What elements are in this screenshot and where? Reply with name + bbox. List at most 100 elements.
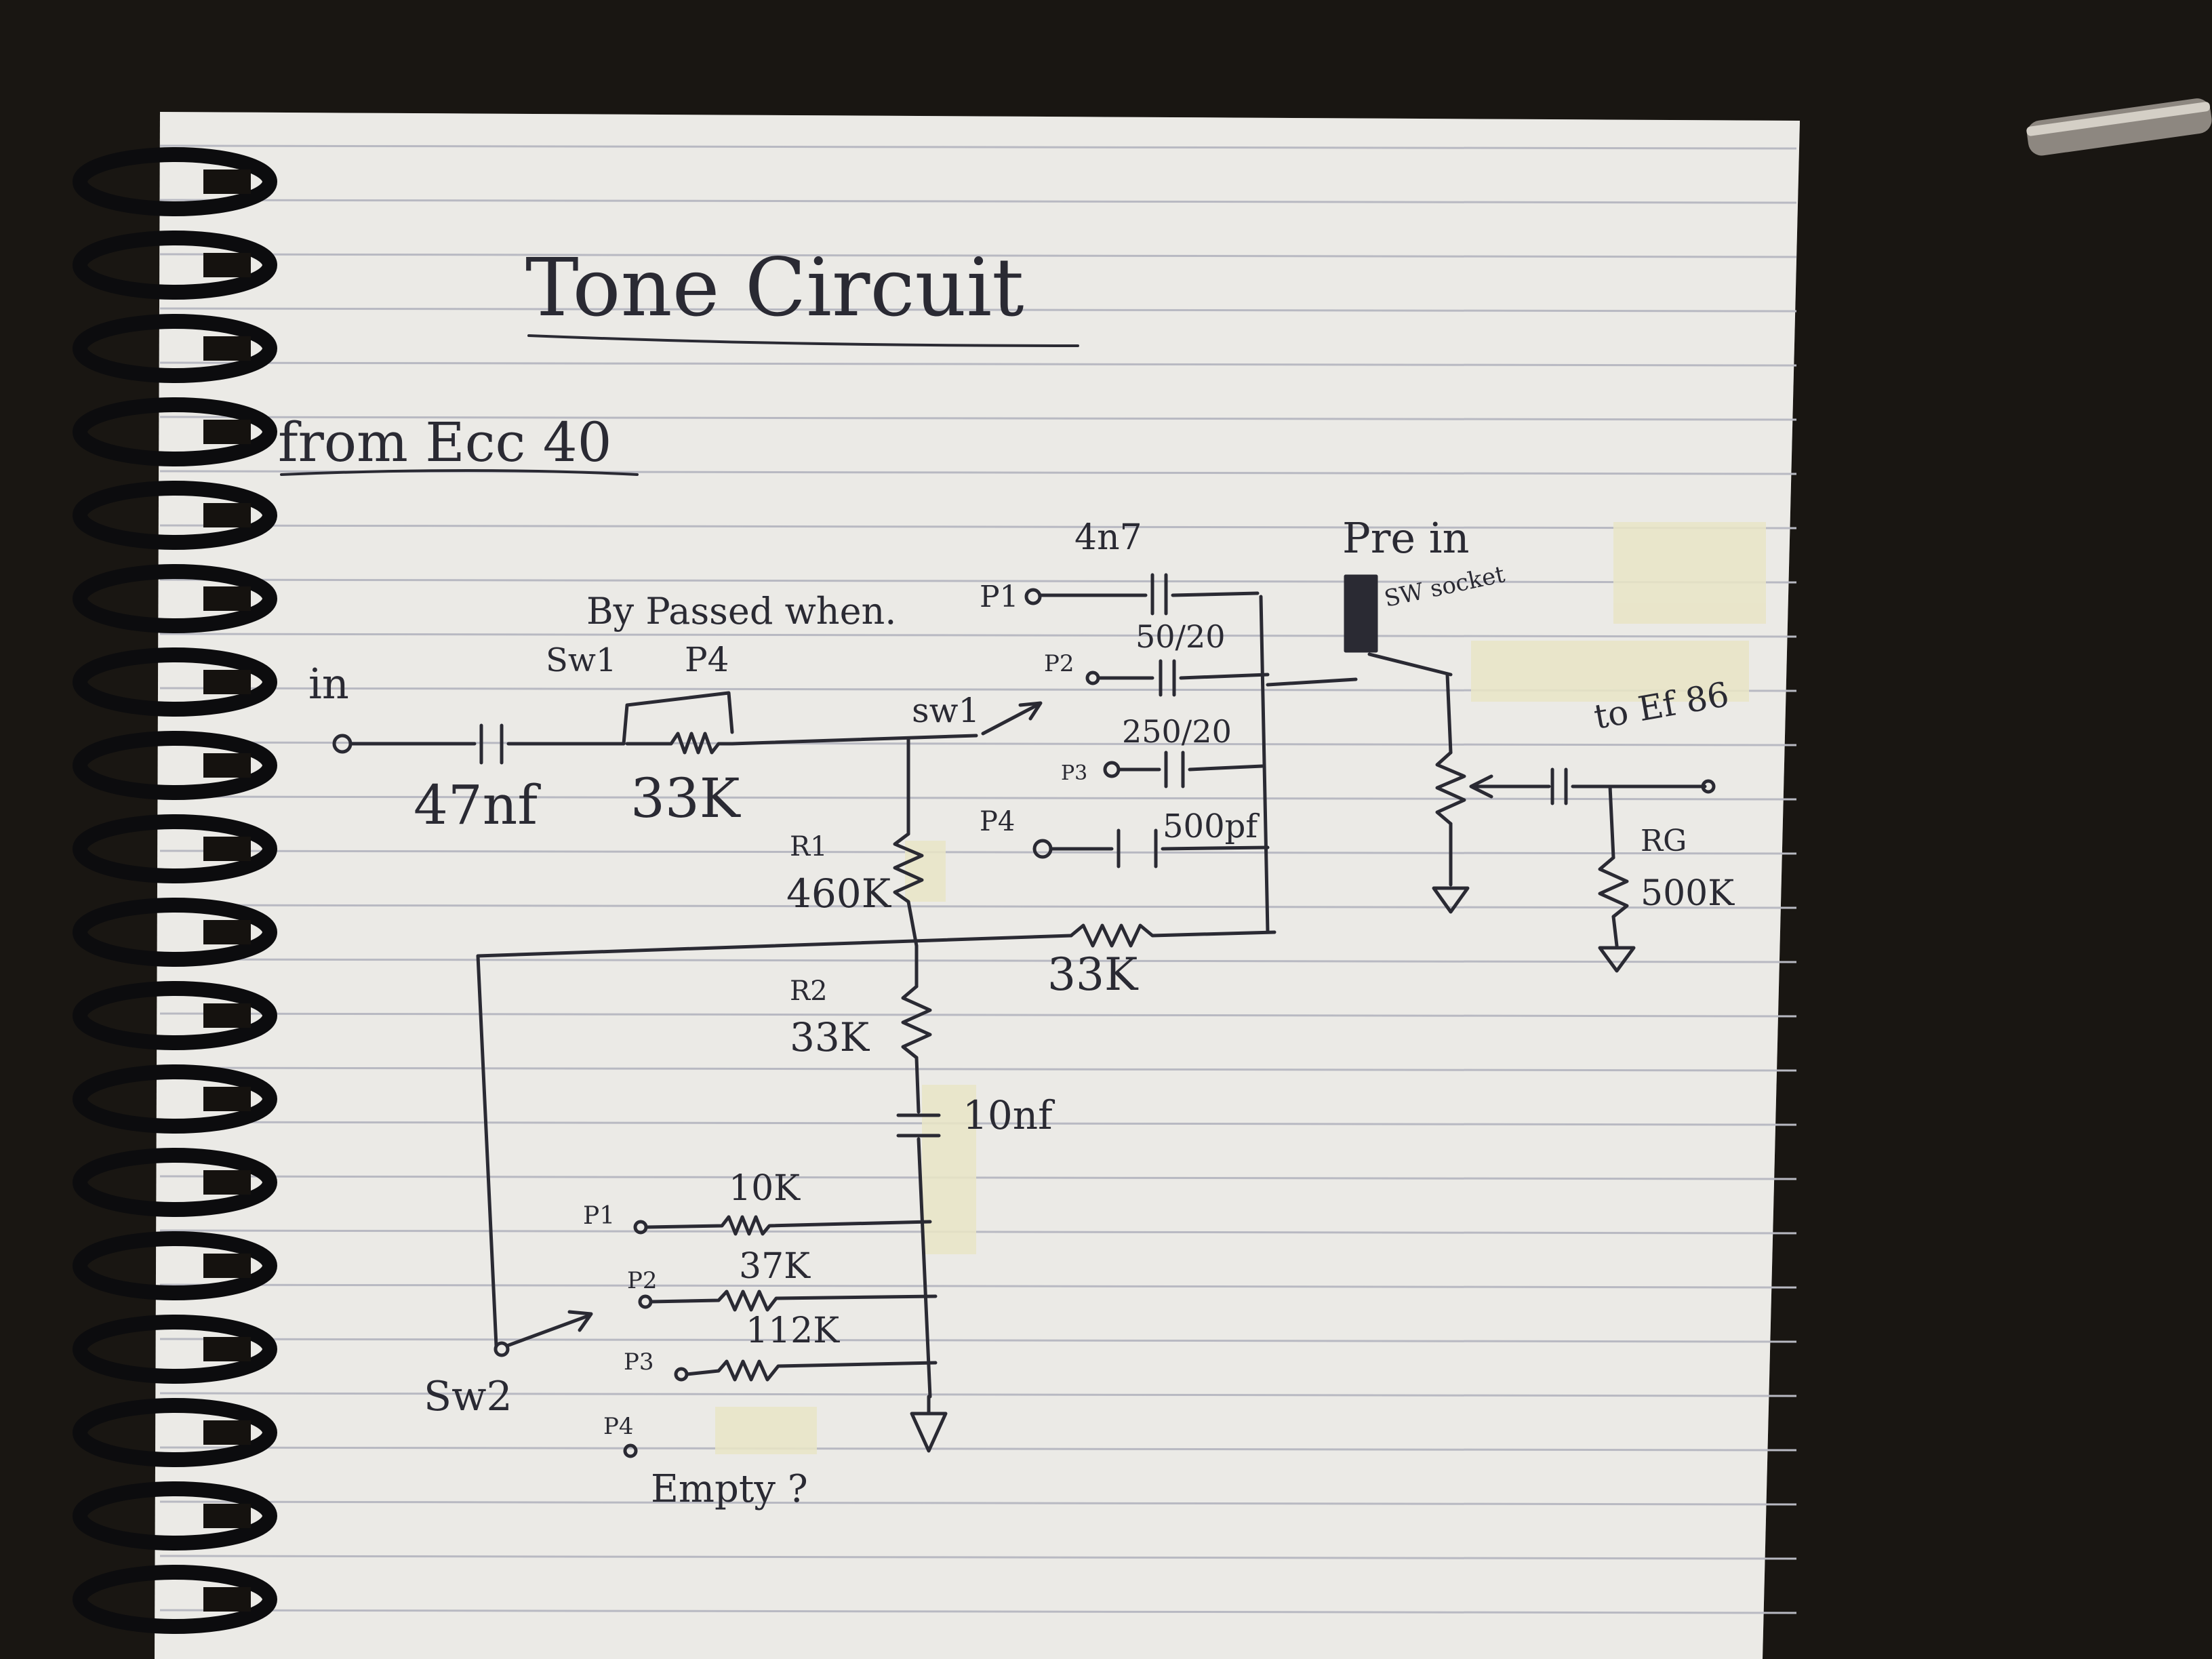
label-low-p3: P3 <box>624 1348 654 1376</box>
label-empty: Empty ? <box>651 1467 808 1511</box>
spiral-coil <box>73 397 277 466</box>
label-rg-value: 500K <box>1641 873 1735 914</box>
ruled-line <box>159 904 1797 909</box>
label-c-10nf: 10nf <box>963 1092 1055 1138</box>
ruled-line <box>159 253 1797 258</box>
spiral-coil <box>73 1481 277 1551</box>
spiral-hole <box>203 1504 251 1528</box>
label-res-p3: 112K <box>746 1311 840 1351</box>
ruled-line <box>159 578 1797 584</box>
label-r2-name: R2 <box>790 976 828 1007</box>
spiral-hole <box>203 670 251 694</box>
label-r-feedback: 33K <box>1047 948 1139 1001</box>
label-pre-in: Pre in <box>1342 513 1470 563</box>
spiral-coil <box>73 147 277 216</box>
label-pos-p4: P4 <box>980 806 1015 837</box>
label-low-p1: P1 <box>583 1202 615 1230</box>
spiral-hole <box>203 1254 251 1278</box>
label-p4-note: P4 <box>685 640 729 679</box>
label-in: in <box>308 659 349 708</box>
label-sw1-switch: sw1 <box>912 691 980 730</box>
spiral-coil <box>73 481 277 550</box>
ruled-line <box>159 795 1797 801</box>
spiral-hole <box>203 1587 251 1612</box>
ruled-line <box>159 1609 1797 1614</box>
spiral-hole <box>203 1087 251 1111</box>
label-pos-p3: P3 <box>1061 761 1087 785</box>
label-pos-p2: P2 <box>1044 650 1074 677</box>
label-cap-p2: 50/20 <box>1135 618 1226 655</box>
spiral-coil <box>73 1064 277 1134</box>
ruled-line <box>159 524 1797 529</box>
spiral-hole <box>203 837 251 861</box>
ruled-line <box>159 1175 1797 1180</box>
ruled-line <box>159 850 1797 855</box>
ruled-line <box>159 199 1797 204</box>
label-low-p2: P2 <box>627 1267 658 1294</box>
spiral-coil <box>73 1398 277 1467</box>
masking-tape <box>715 522 1766 1454</box>
ruled-line <box>159 1500 1797 1506</box>
label-r2-value: 33K <box>790 1014 870 1060</box>
ruled-line <box>159 1121 1797 1126</box>
label-low-p4: P4 <box>603 1413 634 1440</box>
label-r1-value: 460K <box>786 871 892 917</box>
spiral-hole <box>203 336 251 361</box>
spiral-coil <box>73 1148 277 1217</box>
ruled-line <box>159 1555 1797 1560</box>
notebook-page <box>155 112 1800 1659</box>
ruled-line <box>159 1012 1797 1018</box>
ruled-line <box>159 1229 1797 1235</box>
ruled-lines <box>159 144 1797 1614</box>
spiral-hole <box>203 1003 251 1028</box>
ruled-line <box>159 1446 1797 1452</box>
label-pos-p1: P1 <box>980 580 1019 614</box>
spiral-coil <box>73 731 277 800</box>
spiral-coil <box>73 231 277 300</box>
ruled-line <box>159 958 1797 963</box>
spiral-hole <box>203 920 251 944</box>
label-cap-p3: 250/20 <box>1122 713 1232 750</box>
spiral-hole <box>203 753 251 778</box>
ruled-line <box>159 361 1797 367</box>
ruled-line <box>159 307 1797 313</box>
label-res-p1: 10K <box>729 1168 801 1209</box>
label-res-p2: 37K <box>739 1246 811 1287</box>
label-rg-name: RG <box>1641 824 1687 858</box>
spiral-hole <box>203 1337 251 1361</box>
spiral-coil <box>73 898 277 967</box>
label-cap-p4: 500pf <box>1163 807 1260 845</box>
spiral-hole <box>203 1170 251 1195</box>
ruled-line <box>159 416 1797 421</box>
spiral-hole <box>203 169 251 194</box>
ruled-line <box>159 1283 1797 1289</box>
page-title: Tone Circuit <box>525 241 1024 334</box>
pen-icon <box>2026 98 2212 156</box>
spiral-coil <box>73 314 277 383</box>
spiral-hole <box>203 253 251 277</box>
spiral-hole <box>203 503 251 527</box>
annotations: Tone Circuit from Ecc 40 in 47nf 33K By … <box>278 241 1735 1511</box>
ruled-line <box>159 1338 1797 1343</box>
ruled-line <box>159 1392 1797 1397</box>
spiral-hole <box>203 586 251 611</box>
ruled-line <box>159 633 1797 638</box>
label-c-in: 47nf <box>414 774 541 837</box>
ruled-line <box>159 1066 1797 1072</box>
label-sw2: Sw2 <box>424 1373 512 1420</box>
spiral-coil <box>73 814 277 883</box>
spiral-coil <box>73 981 277 1050</box>
label-r-series: 33K <box>630 767 741 830</box>
spiral-hole <box>203 1420 251 1445</box>
spiral-coil <box>73 1315 277 1384</box>
spiral-coil <box>73 1565 277 1634</box>
spiral-binding <box>73 147 277 1634</box>
label-bypass-note: By Passed when. <box>586 590 896 633</box>
schematic <box>280 334 1716 1458</box>
spiral-hole <box>203 420 251 444</box>
label-r1-name: R1 <box>790 831 828 862</box>
ruled-line <box>159 144 1797 150</box>
spiral-coil <box>73 564 277 633</box>
subtitle: from Ecc 40 <box>278 411 612 474</box>
